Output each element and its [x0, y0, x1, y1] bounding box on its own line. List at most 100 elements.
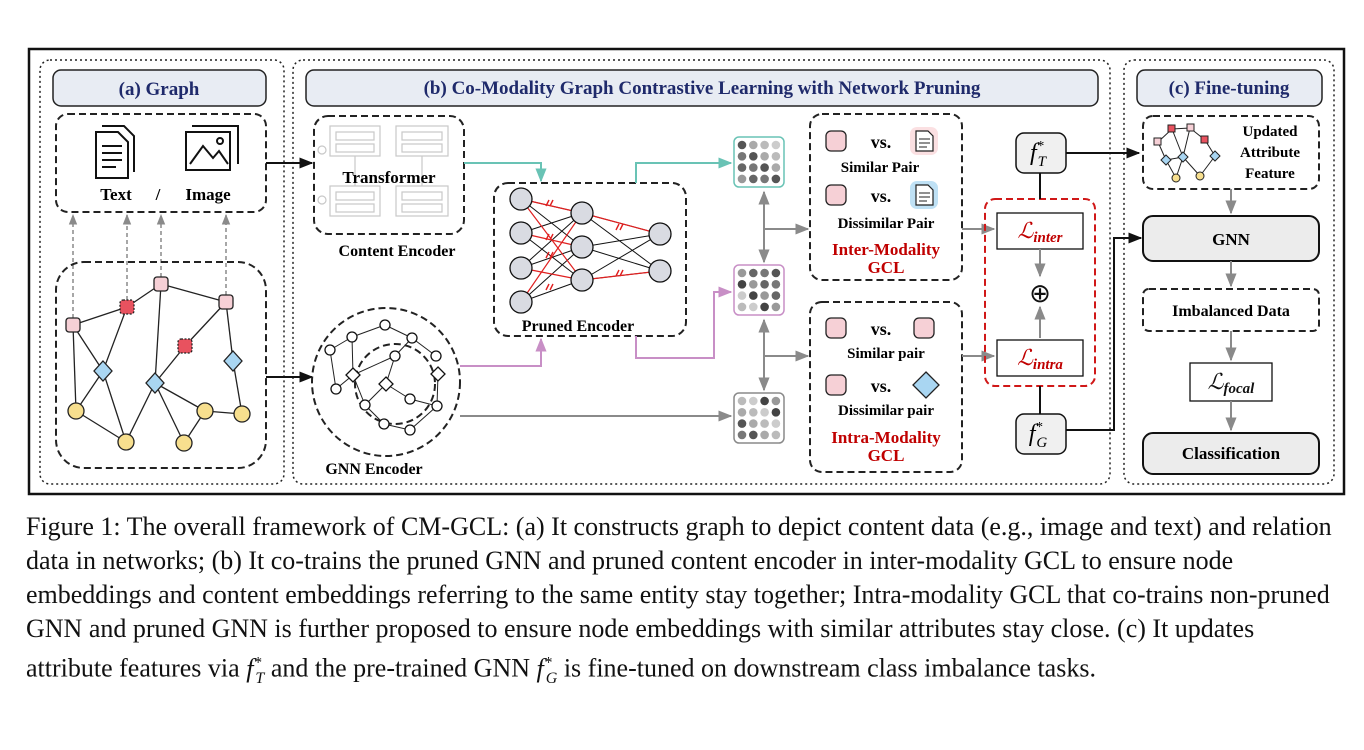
- content-encoder-box: [313, 115, 465, 235]
- matrix-cell: [749, 268, 758, 278]
- matrix-cell: [771, 408, 781, 417]
- matrix-cells: [737, 268, 781, 312]
- classification-label: Classification: [1182, 444, 1281, 463]
- graph-node-red-dashed: [119, 299, 135, 315]
- intra-loss: ℒintra: [1017, 345, 1063, 373]
- matrix-cell: [760, 174, 769, 184]
- matrix-cell: [760, 268, 769, 278]
- matrix-cell: [749, 140, 758, 150]
- matrix-cell: [749, 280, 758, 289]
- focal-loss-box: [1189, 362, 1273, 402]
- graph-node-circle: [175, 434, 193, 452]
- graph-node-diamond: [223, 350, 243, 372]
- content-encoder-label: Content Encoder: [339, 243, 456, 260]
- arrow-fg-to-gnn: [1066, 232, 1143, 431]
- matrix-cell: [760, 152, 769, 161]
- mini-graph-icon: [1153, 123, 1221, 183]
- matrix-cell: [749, 152, 758, 161]
- text-doc-icon-blue: [910, 181, 938, 209]
- matrix-cell: [737, 268, 747, 278]
- matrix-cell: [737, 140, 747, 150]
- matrix-cell: [760, 430, 769, 440]
- node-to-content-arrows: [68, 213, 231, 318]
- intra-modality-box: [809, 301, 963, 473]
- text-label: Text: [100, 185, 132, 204]
- gnn-encoder-nodes: [324, 319, 446, 436]
- matrix-cell: [737, 302, 747, 312]
- inter-dissimilar-pair: Dissimilar Pair: [838, 216, 935, 232]
- caption-end: is fine-tuned on downstream class imbala…: [557, 653, 1096, 683]
- caption-text: Figure 1: The overall framework of CM-GC…: [26, 510, 1346, 696]
- graph-node-pink: [218, 294, 234, 310]
- graph-edges: [72, 283, 243, 444]
- intra-modality-title-2: GCL: [868, 446, 905, 465]
- outer-frame: [27, 47, 1346, 496]
- document-icon: [95, 125, 135, 179]
- inter-vs-1: vs.: [871, 132, 892, 152]
- pink-node-icon: [913, 317, 935, 339]
- pink-node-icon: [825, 317, 847, 339]
- matrix-cell: [771, 396, 781, 406]
- matrix-cell: [749, 396, 758, 406]
- arrow-pruned-to-matrix1: [635, 157, 733, 183]
- matrix-cell: [737, 174, 747, 184]
- graph-node-circle: [196, 402, 214, 420]
- classification-box: [1142, 432, 1320, 475]
- panel-c-title-box: [1136, 69, 1323, 107]
- transformer-label: Transformer: [342, 168, 436, 187]
- image-label: Image: [185, 185, 231, 204]
- intra-vs-1: vs.: [871, 319, 892, 339]
- panel-a-title-box: [52, 69, 267, 107]
- fg-box: [1015, 413, 1067, 455]
- text-doc-icon: [910, 127, 938, 155]
- framework-diagram: (a) Graph (b) Co-Modality Graph Contrast…: [27, 47, 1346, 496]
- pink-node-icon: [825, 184, 847, 206]
- matrix-cell: [737, 396, 747, 406]
- matrix-cell: [749, 163, 758, 172]
- intra-vs-2: vs.: [871, 376, 892, 396]
- imbalanced-data-box: [1142, 288, 1320, 332]
- caption-mid: and the pre-trained GNN: [264, 653, 537, 683]
- matrix-cell: [760, 280, 769, 289]
- inter-vs-2: vs.: [871, 186, 892, 206]
- graph-node-red-dashed: [177, 338, 193, 354]
- pink-node-icon: [825, 130, 847, 152]
- figure-caption: Figure 1: The overall framework of CM-GC…: [26, 510, 1346, 696]
- matrix-cell: [760, 163, 769, 172]
- matrix-cell: [760, 291, 769, 300]
- matrix-cell: [760, 419, 769, 428]
- matrix-cell: [749, 419, 758, 428]
- panel-a-title: (a) Graph: [119, 79, 200, 100]
- imbalanced-data-label: Imbalanced Data: [1172, 303, 1290, 320]
- matrix-cell: [771, 174, 781, 184]
- diamond-node-icon: [912, 371, 940, 399]
- inter-loss-box: [996, 212, 1084, 250]
- matrix-cell: [749, 430, 758, 440]
- gnn-label: GNN: [1212, 230, 1251, 249]
- updated-label-3: Feature: [1245, 166, 1295, 182]
- network-neurons: [509, 187, 672, 314]
- matrix-cells: [737, 396, 781, 440]
- fg-symbol: f*G: [1029, 420, 1048, 451]
- graph-node-pink: [153, 276, 169, 292]
- ft-symbol: f*T: [1030, 139, 1048, 170]
- panel-b-title: (b) Co-Modality Graph Contrastive Learni…: [424, 78, 981, 99]
- gnn-encoder-inner: [354, 343, 436, 425]
- matrix-cell: [771, 280, 781, 289]
- matrix-connectors: [758, 190, 810, 392]
- panel-c-title: (c) Fine-tuning: [1169, 78, 1290, 99]
- arrow-gnn-to-pruned: [460, 337, 547, 367]
- graph-node-pink: [65, 317, 81, 333]
- matrix-cell: [760, 140, 769, 150]
- matrix-cell: [771, 268, 781, 278]
- panel-a-box: [39, 59, 285, 485]
- slash-label: /: [155, 185, 161, 204]
- intra-dissimilar-pair: Dissimilar pair: [838, 403, 934, 419]
- embedding-matrix-content: [733, 136, 785, 188]
- graph-nodes: [65, 276, 251, 452]
- arrow-transformer-to-pruned: [464, 162, 547, 183]
- transformer-sketch: [317, 125, 449, 217]
- graph-box: [55, 261, 267, 469]
- matrix-cell: [749, 302, 758, 312]
- matrix-cell: [760, 302, 769, 312]
